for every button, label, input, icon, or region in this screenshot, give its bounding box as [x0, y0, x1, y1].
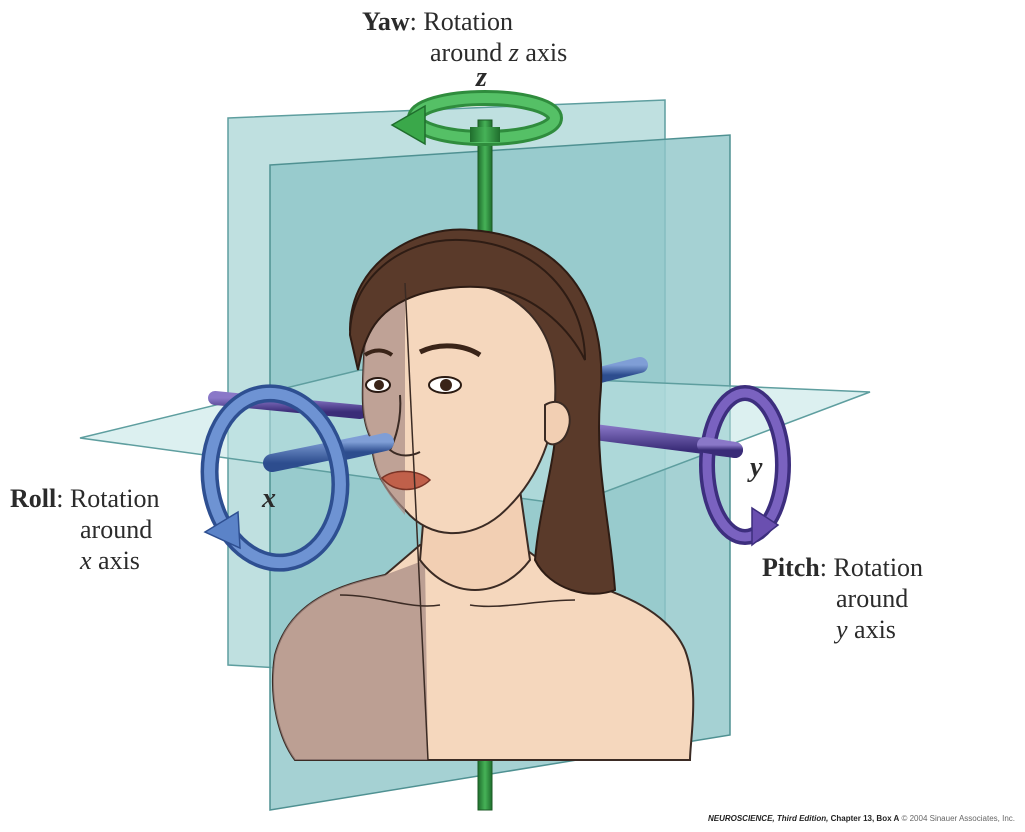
yaw-term: Yaw: [362, 7, 410, 36]
pitch-axis: y: [836, 615, 848, 644]
y-axis-letter: y: [750, 452, 762, 484]
caption-book: NEUROSCIENCE, Third Edition,: [708, 814, 828, 823]
pitch-line1: : Rotation: [820, 553, 923, 582]
pitch-term: Pitch: [762, 553, 820, 582]
yaw-label: Yaw: Rotation around z axis: [362, 6, 567, 68]
pitch-label: Pitch: Rotation around y axis: [762, 552, 923, 645]
yaw-line2: around: [430, 38, 509, 67]
roll-line3-end: axis: [92, 546, 140, 575]
pitch-line3-end: axis: [848, 615, 896, 644]
roll-term: Roll: [10, 484, 56, 513]
yaw-line1: : Rotation: [410, 7, 513, 36]
yaw-line2-end: axis: [519, 38, 567, 67]
caption-chapter: Chapter 13, Box A: [828, 814, 899, 823]
x-axis-rod-front: [340, 442, 385, 452]
roll-axis: x: [80, 546, 92, 575]
caption-copyright: © 2004 Sinauer Associates, Inc.: [899, 814, 1015, 823]
roll-label: Roll: Rotation around x axis: [10, 483, 160, 576]
roll-line1: : Rotation: [56, 484, 159, 513]
roll-line2: around: [10, 514, 160, 545]
x-axis-letter: x: [262, 483, 276, 515]
pitch-line2: around: [762, 583, 923, 614]
figure-caption: NEUROSCIENCE, Third Edition, Chapter 13,…: [708, 814, 1015, 823]
yaw-axis: z: [509, 38, 519, 67]
